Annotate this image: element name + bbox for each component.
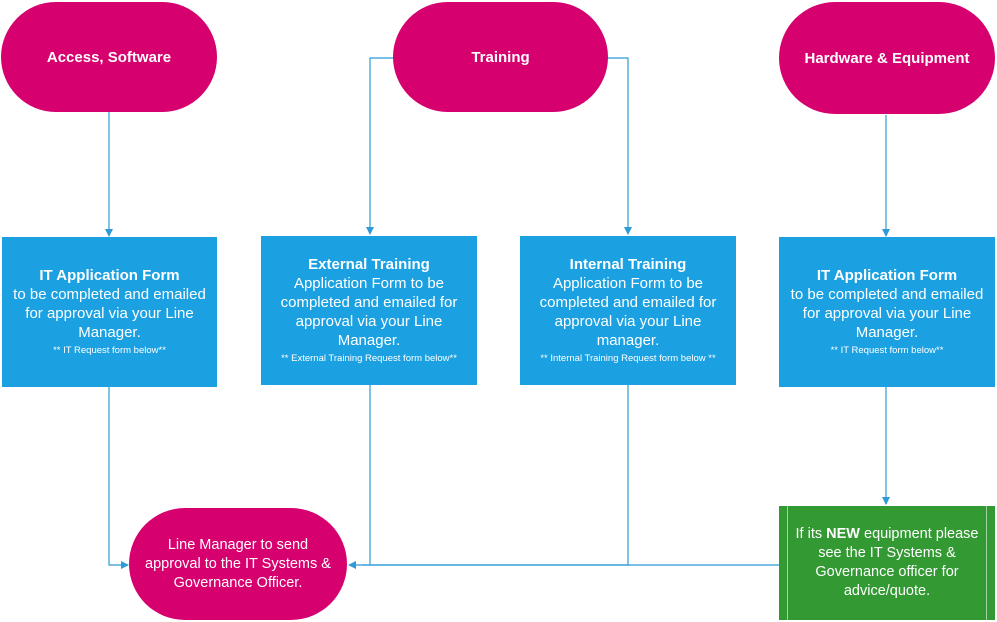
- box-title: IT Application Form: [39, 267, 180, 284]
- box-note: ** IT Request form below**: [830, 345, 944, 356]
- line-manager-approval: Line Manager to send approval to the IT …: [129, 508, 347, 620]
- it-application-form-box-2: IT Application Form to be completed and …: [779, 237, 995, 387]
- box-body: Application Form to be completed and ema…: [280, 275, 458, 349]
- it-application-form-box-1: IT Application Form to be completed and …: [2, 237, 217, 387]
- external-training-box: External Training Application Form to be…: [261, 236, 477, 385]
- box-title: Internal Training: [569, 256, 687, 273]
- new-equipment-text: If its NEW equipment please see the IT S…: [787, 525, 987, 601]
- category-hardware-label: Hardware & Equipment: [804, 49, 970, 67]
- connector-it-form-to-line-manager: [108, 387, 129, 569]
- box-note: ** IT Request form below**: [53, 345, 166, 356]
- category-access-label: Access, Software: [46, 48, 172, 66]
- box-title: External Training: [308, 256, 430, 273]
- category-hardware-equipment: Hardware & Equipment: [779, 2, 995, 114]
- box-body: to be completed and emailed for approval…: [13, 286, 206, 341]
- category-training: Training: [393, 2, 608, 112]
- new-equipment-box: If its NEW equipment please see the IT S…: [779, 506, 995, 620]
- line-manager-text: Line Manager to send approval to the IT …: [145, 536, 331, 591]
- connector-training-to-external: [366, 57, 395, 235]
- green-box-right-stripe: [986, 506, 987, 620]
- new-equipment-prefix: If its: [795, 526, 827, 542]
- box-note: ** Internal Training Request form below …: [540, 353, 716, 364]
- new-equipment-suffix: equipment please see the IT Systems & Go…: [815, 526, 979, 599]
- connector-training-to-internal: [607, 57, 632, 235]
- green-box-left-stripe: [787, 506, 788, 620]
- box-body: Application Form to be completed and ema…: [539, 275, 717, 349]
- connector-internal-to-line-manager: [362, 385, 629, 566]
- box-body: to be completed and emailed for approval…: [790, 286, 984, 341]
- box-title: IT Application Form: [816, 267, 958, 284]
- category-access-software: Access, Software: [1, 2, 217, 112]
- internal-training-box: Internal Training Application Form to be…: [520, 236, 736, 385]
- category-training-label: Training: [471, 48, 530, 66]
- new-equipment-emphasis: NEW: [826, 526, 860, 542]
- box-note: ** External Training Request form below*…: [281, 353, 457, 364]
